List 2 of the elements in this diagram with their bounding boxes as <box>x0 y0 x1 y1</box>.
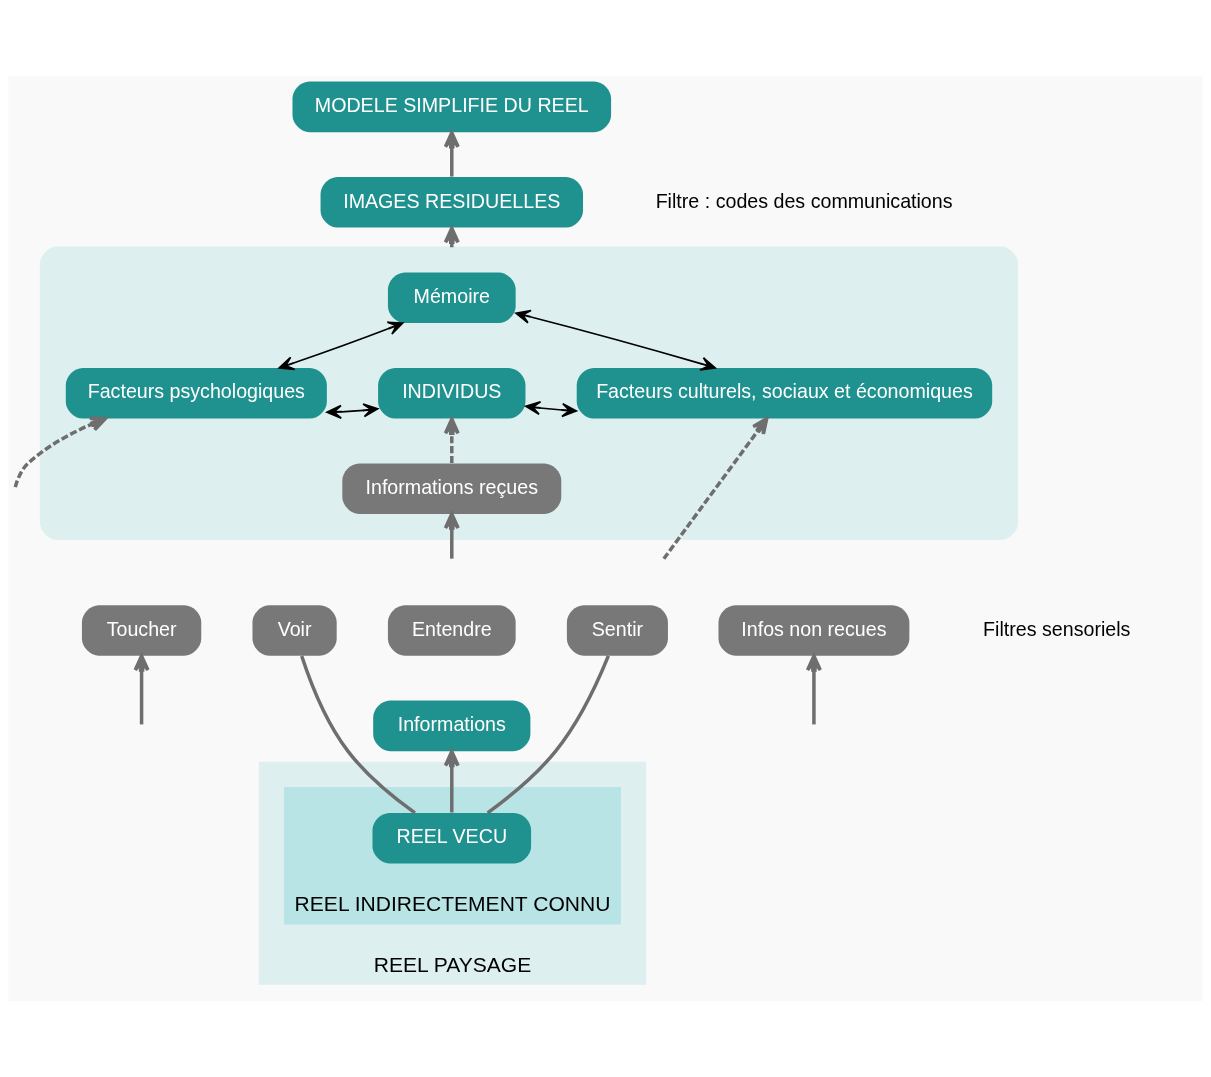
label: Filtres sensoriels <box>983 617 1131 640</box>
label: Filtre : codes des communications <box>655 189 953 212</box>
